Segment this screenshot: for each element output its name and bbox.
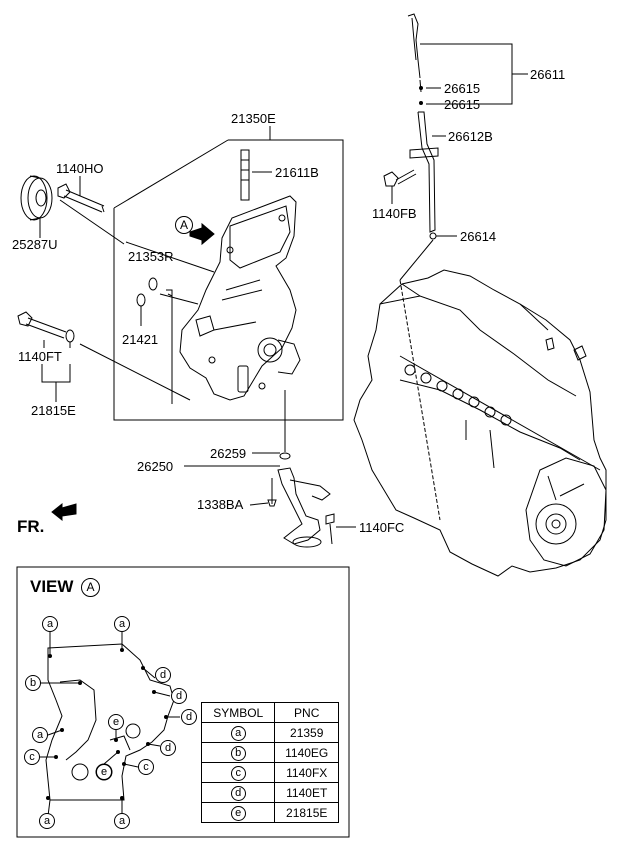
callout-d: d xyxy=(181,709,197,725)
bolt-1140fb xyxy=(383,169,417,187)
callout-b: b xyxy=(25,675,41,691)
label-1338ba: 1338BA xyxy=(197,497,244,512)
label-26250: 26250 xyxy=(137,459,174,474)
bolt-1140ho xyxy=(57,183,105,213)
symbol-cell: d xyxy=(230,785,246,801)
label-21421: 21421 xyxy=(122,332,159,347)
pnc-cell: 1140FX xyxy=(274,762,339,783)
callout-a: a xyxy=(32,727,48,743)
symbol-cell: b xyxy=(230,745,246,761)
pnc-cell: 1140ET xyxy=(274,782,339,803)
label-25287u: 25287U xyxy=(12,237,58,252)
callout-e: e xyxy=(96,764,112,780)
label-1140fb: 1140FB xyxy=(372,206,417,221)
symbol-cell: a xyxy=(230,725,246,741)
pnc-cell: 21815E xyxy=(274,802,339,823)
callout-d: d xyxy=(155,667,171,683)
crank-pulley xyxy=(20,175,53,221)
callout-e: e xyxy=(108,714,124,730)
symbol-table: SYMBOL PNC a 21359 b 1140EG c 1140FX d 1… xyxy=(200,702,339,823)
bolt-1140ft xyxy=(17,311,75,343)
label-21611b: 21611B xyxy=(275,165,319,180)
view-a-cover-outline xyxy=(45,643,175,801)
pnc-cell: 21359 xyxy=(274,722,339,743)
callout-d: d xyxy=(171,688,187,704)
engine-block xyxy=(353,269,607,577)
callout-a: a xyxy=(39,813,55,829)
callout-a: a xyxy=(42,616,58,632)
symbol-cell: e xyxy=(230,805,246,821)
label-1140fc: 1140FC xyxy=(359,520,405,535)
dipstick xyxy=(407,13,423,105)
label-26612b: 26612B xyxy=(448,129,493,144)
label-1140ho: 1140HO xyxy=(56,161,104,176)
symbol-header: SYMBOL xyxy=(200,702,276,723)
dipstick-tube xyxy=(399,111,441,521)
view-title: VIEW xyxy=(30,577,74,596)
timing-cover xyxy=(179,195,301,401)
label-26611: 26611 xyxy=(530,67,566,82)
callout-c: c xyxy=(24,749,40,765)
label-26614: 26614 xyxy=(460,229,497,244)
stud-21611b xyxy=(240,149,250,201)
table-row: a 21359 xyxy=(200,722,339,743)
pnc-cell: 1140EG xyxy=(274,742,339,763)
callout-a: a xyxy=(114,813,130,829)
label-1140ft: 1140FT xyxy=(18,349,62,364)
callout-d: d xyxy=(160,740,176,756)
label-21353r: 21353R xyxy=(128,249,174,264)
callout-c: c xyxy=(138,759,154,775)
symbol-cell: c xyxy=(230,765,246,781)
label-26259: 26259 xyxy=(210,446,247,461)
table-row: b 1140EG xyxy=(200,742,339,763)
label-26615-upper: 26615 xyxy=(444,81,481,96)
table-row: e 21815E xyxy=(200,802,339,823)
label-26615-lower: 26615 xyxy=(444,97,481,112)
view-ref-circle: A xyxy=(81,578,100,597)
label-21815e: 21815E xyxy=(31,403,76,418)
fr-label: FR. xyxy=(17,517,45,536)
callout-a: a xyxy=(114,616,130,632)
table-row: d 1140ET xyxy=(200,782,339,803)
label-21350e: 21350E xyxy=(231,111,276,126)
oil-strainer xyxy=(277,467,331,548)
view-a-marker: A xyxy=(175,216,193,234)
table-row: c 1140FX xyxy=(200,762,339,783)
pnc-header: PNC xyxy=(274,702,339,723)
